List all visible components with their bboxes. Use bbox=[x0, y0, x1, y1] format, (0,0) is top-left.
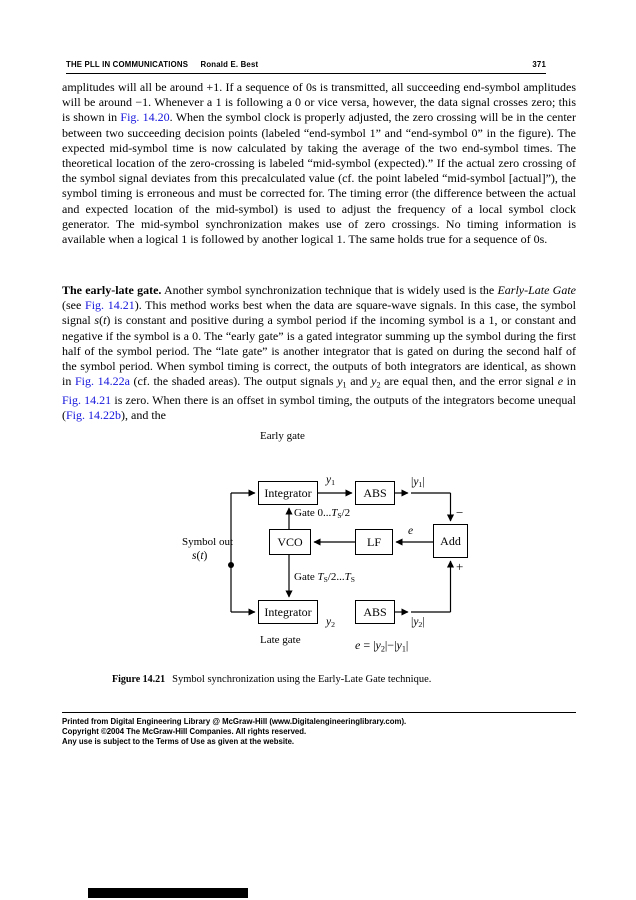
figure-reference-link[interactable]: Fig. 14.21 bbox=[62, 392, 112, 407]
paragraph-midsymbol-sync: amplitudes will all be around +1. If a s… bbox=[62, 80, 576, 247]
diagram-lines-and-arrows bbox=[228, 489, 455, 616]
paragraph-early-late-gate: The early-late gate. Another symbol sync… bbox=[62, 283, 577, 422]
signal-abs-y2-label: |y2| bbox=[411, 616, 425, 630]
early-gate-interval-label: Gate 0...TS/2 bbox=[294, 507, 351, 521]
loop-filter-box: LF bbox=[355, 529, 393, 555]
author-name: Ronald E. Best bbox=[200, 60, 259, 69]
early-integrator-box: Integrator bbox=[258, 481, 318, 505]
running-head: THE PLL IN COMMUNICATIONS Ronald E. Best… bbox=[66, 60, 546, 74]
late-integrator-box: Integrator bbox=[258, 600, 318, 624]
late-gate-interval-label: Gate TS/2...TS bbox=[294, 571, 355, 585]
signal-junction-dot bbox=[228, 562, 234, 568]
copyright-footer: Printed from Digital Engineering Library… bbox=[62, 712, 576, 746]
error-equation-label: e = |y2|−|y1| bbox=[355, 638, 409, 654]
footer-line-terms: Any use is subject to the Terms of Use a… bbox=[62, 736, 295, 746]
figure-caption-text: Symbol synchronization using the Early-L… bbox=[172, 674, 432, 685]
figure-caption: Figure 14.21 Symbol synchronization using… bbox=[112, 674, 572, 685]
adder-box: Add bbox=[433, 524, 468, 558]
figure-caption-number: Figure 14.21 bbox=[112, 674, 166, 685]
adder-minus-sign: − bbox=[456, 505, 464, 520]
running-head-left: THE PLL IN COMMUNICATIONS Ronald E. Best bbox=[66, 60, 268, 69]
signal-y2-label: y2 bbox=[326, 616, 336, 630]
adder-plus-sign: + bbox=[456, 559, 464, 574]
figure-reference-link[interactable]: Fig. 14.22a bbox=[74, 374, 130, 389]
signal-y1-label: y1 bbox=[326, 474, 336, 488]
signal-abs-y1-label: |y1| bbox=[411, 476, 425, 490]
figure-reference-link[interactable]: Fig. 14.20 bbox=[120, 110, 170, 125]
input-signal-st-label: s(t) bbox=[192, 550, 208, 562]
footer-line-copyright: Copyright ©2004 The McGraw-Hill Companie… bbox=[62, 726, 307, 736]
book-title: THE PLL IN COMMUNICATIONS bbox=[66, 60, 189, 69]
error-signal-label: e bbox=[408, 525, 414, 537]
symbol-out-label: Symbol out bbox=[182, 536, 234, 548]
figure-reference-link[interactable]: Fig. 14.22b bbox=[66, 407, 122, 422]
late-gate-label: Late gate bbox=[260, 634, 301, 646]
late-abs-box: ABS bbox=[355, 600, 395, 624]
vco-box: VCO bbox=[269, 529, 311, 555]
early-abs-box: ABS bbox=[355, 481, 395, 505]
early-gate-label: Early gate bbox=[260, 430, 305, 442]
footer-line-printed-from: Printed from Digital Engineering Library… bbox=[62, 717, 407, 726]
figure-reference-link[interactable]: Fig. 14.21 bbox=[85, 298, 135, 313]
page-number: 371 bbox=[532, 60, 546, 69]
scan-artifact-bar bbox=[88, 888, 248, 898]
figure-14-21-diagram: Early gate Integrator ABS y1 |y1| Gate 0… bbox=[180, 430, 510, 670]
